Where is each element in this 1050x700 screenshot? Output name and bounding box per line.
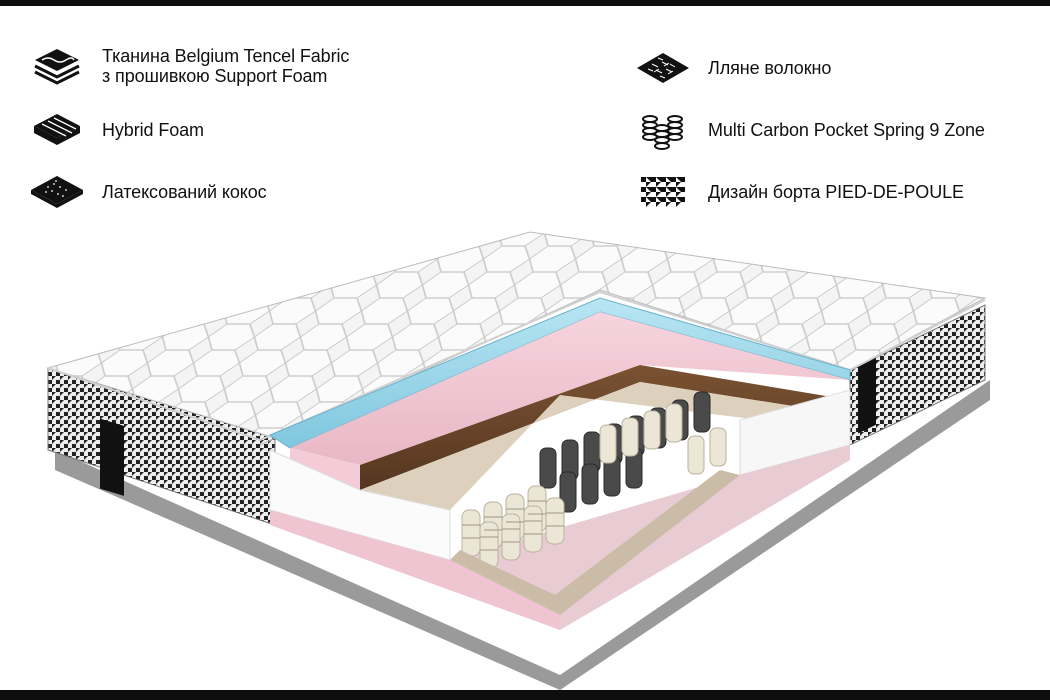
pocket-spring-icon (634, 108, 692, 152)
mattress-cutaway-illustration (46, 231, 990, 690)
layer-pink-foam (290, 312, 850, 465)
legend-item-flax-fiber: Лляне волокно (634, 46, 831, 90)
legend-label: Лляне волокно (708, 58, 832, 78)
top-frame-bar (0, 0, 1050, 6)
legend-item-fabric: Тканина Belgium Tencel Fabric з прошивко… (28, 44, 349, 88)
bottom-frame-bar (0, 690, 1050, 700)
legend-item-pocket-spring: Multi Carbon Pocket Spring 9 Zone (634, 108, 985, 152)
legend-item-houndstooth: Дизайн борта PIED-DE-POULE (634, 170, 964, 214)
hybrid-foam-icon (28, 108, 86, 152)
legend-item-latex-coconut: Латексований кокос (28, 170, 267, 214)
legend-label-line-1: Тканина Belgium Tencel Fabric (102, 46, 350, 66)
legend-label: Multi Carbon Pocket Spring 9 Zone (708, 120, 985, 140)
legend-label-line-2: з прошивкою Support Foam (102, 66, 328, 86)
legend-label: Латексований кокос (102, 182, 267, 202)
flax-fiber-icon (634, 46, 692, 90)
layer-flax (360, 382, 850, 510)
legend-item-hybrid-foam: Hybrid Foam (28, 108, 204, 152)
legend-label: Hybrid Foam (102, 120, 204, 140)
layer-coconut (360, 365, 850, 490)
fabric-layers-icon (28, 44, 86, 88)
latex-coconut-icon (28, 170, 86, 214)
legend-label: Дизайн борта PIED-DE-POULE (708, 182, 964, 202)
pocket-springs (461, 391, 727, 569)
houndstooth-icon (634, 170, 692, 214)
